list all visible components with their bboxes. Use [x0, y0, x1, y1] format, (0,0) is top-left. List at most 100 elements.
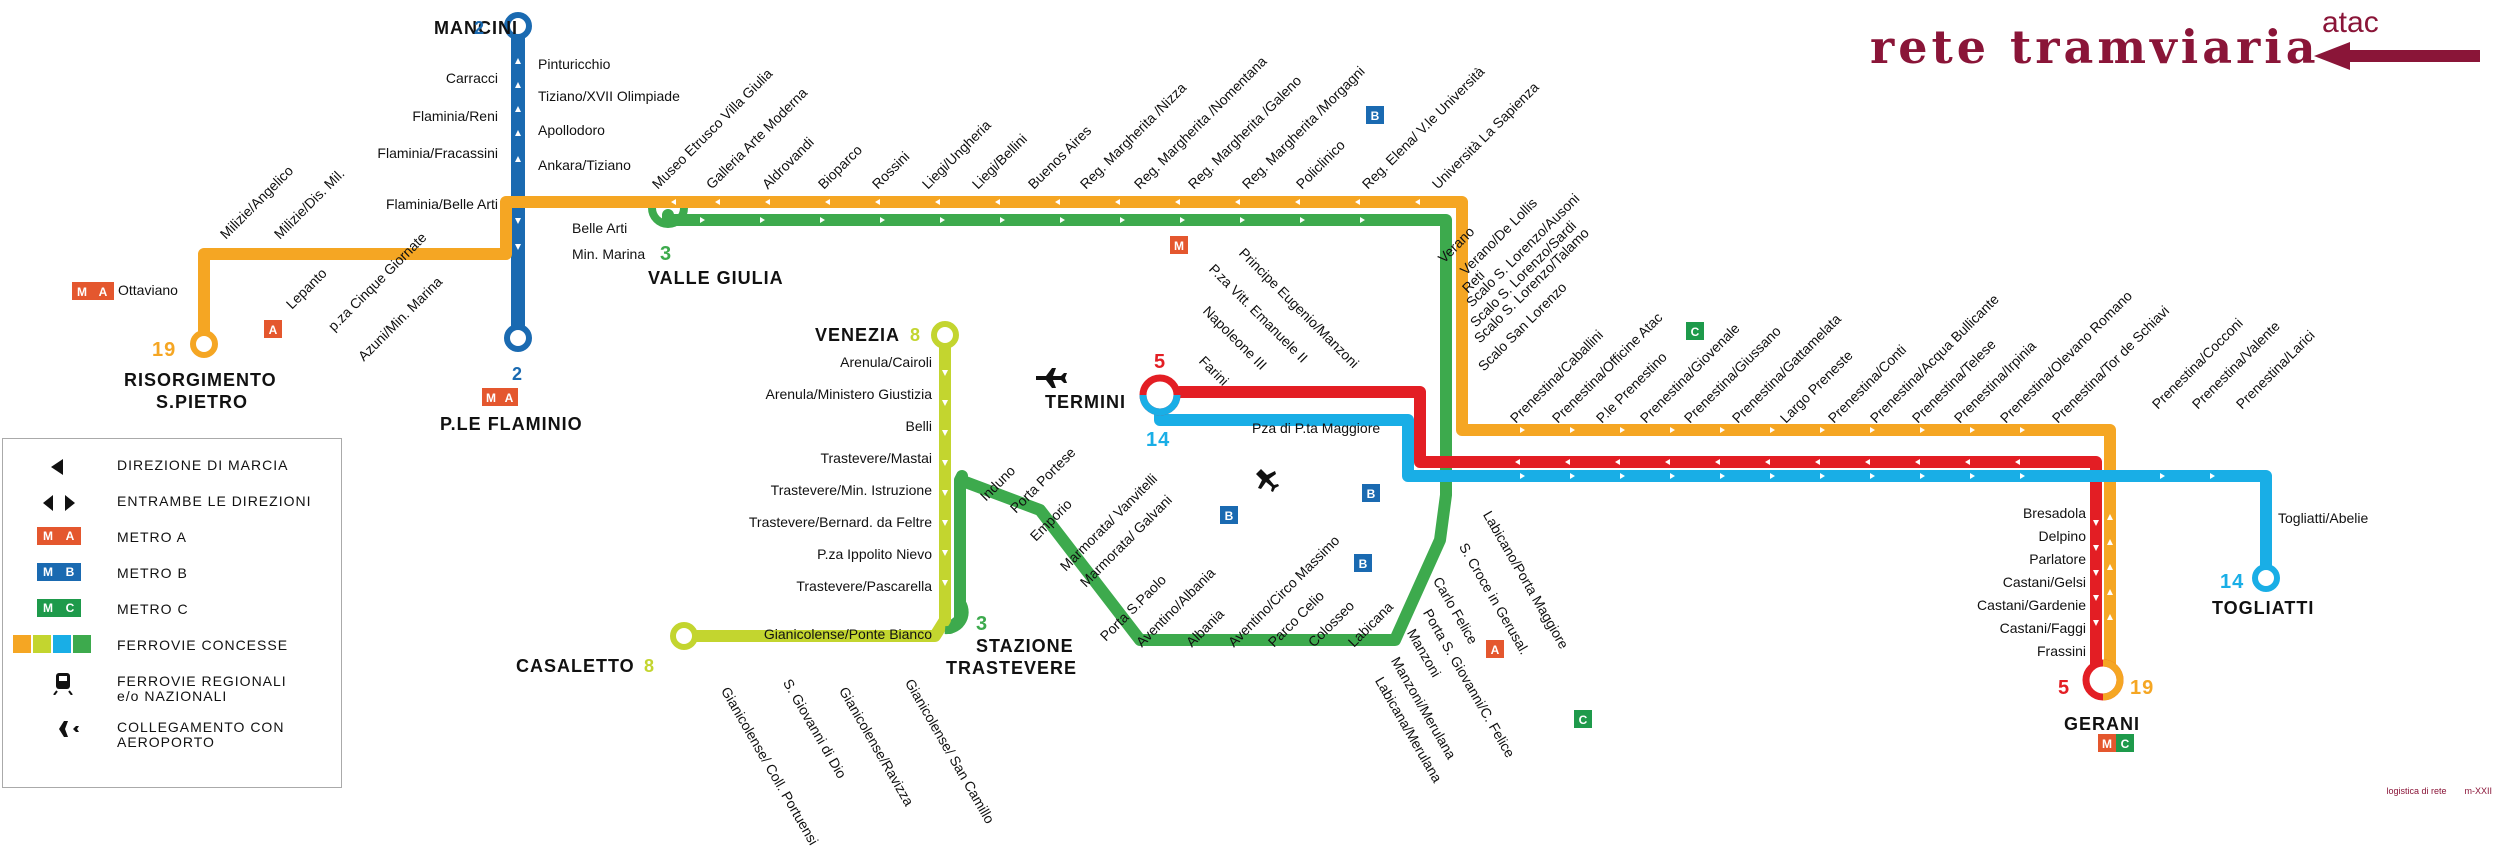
terminal-gerani-label: GERANI	[2064, 714, 2140, 734]
stop-label[interactable]: Castani/Gelsi	[2002, 574, 2086, 590]
svg-text:B: B	[1367, 487, 1376, 501]
terminal-labels: MANCINI 2 2 P.LE FLAMINIO 19 RISORGIMENT…	[124, 18, 2314, 734]
terminal-togliatti-marker[interactable]	[2252, 564, 2280, 592]
airplane-icon	[51, 721, 79, 737]
stop-label[interactable]: Belle Arti	[572, 220, 628, 236]
stop-label[interactable]: Trastevere/Pascarella	[796, 578, 932, 594]
svg-text:M: M	[1174, 239, 1184, 253]
terminal-termini-marker-14	[1139, 394, 1181, 416]
stop-label[interactable]: P.za Ippolito Nievo	[817, 546, 932, 562]
stop-label[interactable]: Arenula/Cairoli	[840, 354, 932, 370]
stop-label[interactable]: Belli	[905, 418, 932, 434]
stop-label[interactable]: Prenestina/Larici	[2232, 326, 2318, 412]
terminal-stazione-trastevere-marker[interactable]	[944, 597, 969, 635]
stop-label[interactable]: Farini	[1196, 352, 1233, 389]
route-line-14	[1154, 389, 2272, 584]
stop-label[interactable]: Aldrovandi	[758, 133, 817, 192]
metro-a-icon: M	[37, 527, 59, 545]
line-14-number-termini: 14	[1146, 429, 1170, 451]
line-14-number-togliatti: 14	[2220, 571, 2244, 593]
footer-left: logistica di rete	[2386, 786, 2447, 796]
stop-label[interactable]: Reg. Margherita /Nizza	[1076, 79, 1190, 192]
svg-text:B: B	[1371, 109, 1380, 123]
svg-text:A: A	[505, 391, 514, 405]
terminal-mancini-label: MANCINI	[434, 18, 518, 38]
ferrovie-concesse-icon	[13, 635, 109, 659]
svg-text:C: C	[1579, 713, 1588, 727]
metro-a-badge: A	[264, 320, 282, 338]
stop-label[interactable]: Gianicolense/ San Camillo	[902, 676, 998, 827]
stop-label[interactable]: Policlinico	[1292, 136, 1349, 192]
stop-label[interactable]: Reg. Elena/ V.le Università	[1358, 63, 1488, 192]
stop-label[interactable]: Galleria Arte Moderna	[702, 84, 811, 192]
stop-label[interactable]: Pza di P.ta Maggiore	[1252, 420, 1381, 436]
stop-label[interactable]: Trastevere/Min. Istruzione	[770, 482, 932, 498]
stop-label[interactable]: Togliatti/Abelie	[2278, 510, 2369, 526]
stop-label[interactable]: Bresadola	[2022, 505, 2086, 521]
stop-label[interactable]: Tiziano/XVII Olimpiade	[538, 88, 680, 104]
atac-logo-text: atac	[2322, 6, 2379, 39]
svg-text:C: C	[2121, 737, 2130, 751]
stop-label[interactable]: Castani/Faggi	[1999, 620, 2086, 636]
terminal-flaminio-marker[interactable]	[504, 324, 532, 352]
terminal-trastevere-label: TRASTEVERE	[946, 658, 1077, 678]
svg-text:B: B	[1359, 557, 1368, 571]
stop-label[interactable]: Albania	[1182, 605, 1228, 650]
stop-label[interactable]: Lepanto	[282, 264, 330, 312]
stop-label[interactable]: Flaminia/Belle Arti	[385, 196, 498, 212]
terminal-mancini-marker[interactable]	[504, 12, 532, 40]
metro-c-icon: M	[37, 599, 59, 617]
stop-label[interactable]: Flaminia/Fracassini	[377, 145, 498, 161]
stop-label[interactable]: Frassini	[2036, 643, 2086, 659]
stop-label[interactable]: Labicano/Porta Maggiore	[1480, 508, 1573, 652]
stop-label[interactable]: Trastevere/Bernard. da Feltre	[748, 514, 932, 530]
stop-label[interactable]: Apollodoro	[538, 122, 605, 138]
stop-label[interactable]: Gianicolense/Ponte Bianco	[763, 626, 932, 642]
line-19-number-west: 19	[152, 339, 176, 361]
stop-label[interactable]: Carracci	[445, 70, 498, 86]
terminal-venezia-label: VENEZIA	[815, 325, 900, 345]
stop-label[interactable]: Ottaviano	[118, 282, 178, 298]
stop-label[interactable]: Rossini	[868, 148, 913, 192]
footer: logistica di rete m-XXII	[2368, 786, 2492, 796]
stop-label[interactable]: Flaminia/Reni	[412, 108, 498, 124]
svg-text:M: M	[77, 285, 87, 299]
stop-label[interactable]: Pinturicchio	[538, 56, 611, 72]
route-lines	[198, 19, 2272, 686]
stop-label[interactable]: Gianicolense/Ravizza	[836, 684, 918, 809]
both-directions-icon	[43, 495, 75, 511]
route-line-19	[198, 196, 2116, 686]
terminal-risorgimento-marker[interactable]	[190, 330, 218, 358]
stop-label[interactable]: Trastevere/Mastai	[820, 450, 932, 466]
stop-label[interactable]: p.za Cinque Giornate	[324, 229, 430, 334]
metro-a-badge: A	[1486, 640, 1504, 658]
line-2-number-bottom: 2	[512, 364, 523, 384]
airplane-icon	[1036, 368, 1067, 388]
svg-text:A: A	[269, 323, 278, 337]
terminal-togliatti-label: TOGLIATTI	[2212, 598, 2314, 618]
stop-label[interactable]: Parlatore	[2029, 551, 2086, 567]
footer-right: m-XXII	[2464, 786, 2492, 796]
stop-label[interactable]: Castani/Gardenie	[1977, 597, 2086, 613]
stop-label[interactable]: Bioparco	[814, 141, 866, 192]
terminal-valle-giulia-marker[interactable]	[648, 207, 688, 228]
terminal-venezia-marker[interactable]	[931, 321, 959, 349]
stop-label[interactable]: Ankara/Tiziano	[538, 157, 631, 173]
terminal-spietro-label: S.PIETRO	[156, 392, 248, 412]
svg-text:M: M	[486, 391, 496, 405]
stop-label[interactable]: Min. Marina	[572, 246, 646, 262]
airplane-icon	[1256, 469, 1279, 492]
line-8-number-west: 8	[644, 656, 655, 676]
stop-label[interactable]: Delpino	[2038, 528, 2086, 544]
stop-label[interactable]: Arenula/Ministero Giustizia	[765, 386, 932, 402]
route-line-5	[1174, 386, 2102, 686]
terminal-casaletto-marker[interactable]	[670, 622, 698, 650]
direction-arrow-icon	[51, 459, 63, 475]
line-2-number-top: 2	[474, 18, 485, 38]
stop-label[interactable]: Emporio	[1026, 495, 1075, 544]
terminal-stazione-label: STAZIONE	[976, 636, 1074, 656]
